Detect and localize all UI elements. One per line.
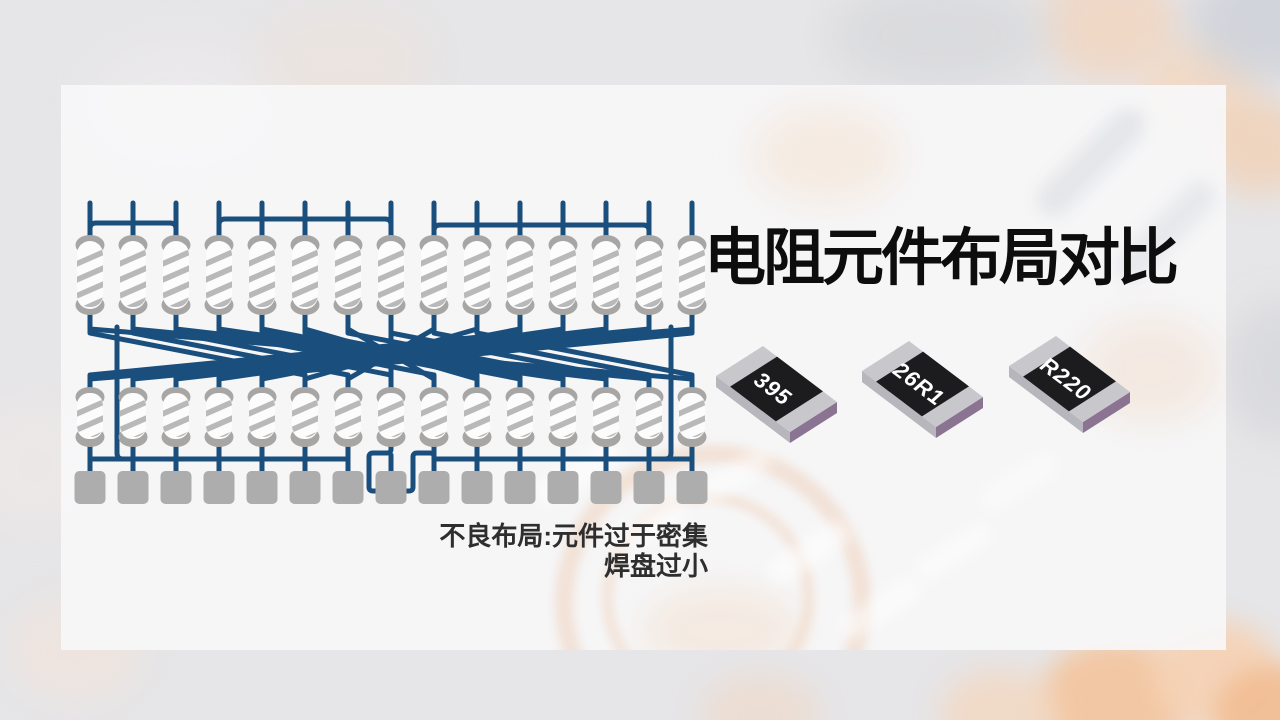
- wire-traces: [87, 200, 695, 494]
- bottom-resistor: [289, 387, 321, 447]
- caption-line1: 不良布局:元件过于密集: [439, 521, 708, 551]
- solder-pad: [160, 471, 192, 504]
- streak-decor: [911, 518, 996, 586]
- chip-svg: 26R1: [862, 341, 983, 438]
- bottom-resistor: [246, 387, 278, 447]
- chip-body-top: [730, 356, 823, 422]
- bottom-resistor: [504, 387, 536, 447]
- streak-decor: [976, 448, 1061, 516]
- bottom-resistor: [203, 387, 235, 447]
- solder-pad: [461, 471, 493, 504]
- bokeh-blob: [940, 670, 1060, 720]
- bottom-resistor: [332, 387, 364, 447]
- chip-front-face: [716, 376, 790, 443]
- solder-pad: [117, 471, 149, 504]
- solder-pad: [203, 471, 235, 504]
- streak-decor: [1029, 100, 1153, 224]
- bokeh-blob: [641, 585, 801, 650]
- top-resistor: [633, 235, 665, 315]
- slide-title: 电阻元件布局对比: [704, 224, 1179, 293]
- solder-pad: [74, 471, 106, 504]
- top-resistor: [375, 235, 407, 315]
- resistors-top-row: [74, 235, 708, 315]
- solder-pad: [289, 471, 321, 504]
- chip-body-top: [1023, 346, 1116, 412]
- bottom-resistor: [375, 387, 407, 447]
- top-resistor: [117, 235, 149, 315]
- bokeh-blob: [700, 675, 820, 720]
- solder-pad: [547, 471, 579, 504]
- bokeh-blob: [830, 0, 1050, 90]
- bottom-resistor: [590, 387, 622, 447]
- chip-svg: 395: [716, 346, 837, 443]
- solder-pad: [246, 471, 278, 504]
- top-resistor: [547, 235, 579, 315]
- chip-svg: R220: [1009, 336, 1130, 433]
- solder-pad: [633, 471, 665, 504]
- bottom-resistor: [633, 387, 665, 447]
- top-resistor: [418, 235, 450, 315]
- top-resistor: [246, 235, 278, 315]
- caption-line2: 焊盘过小: [603, 551, 708, 581]
- top-resistor: [590, 235, 622, 315]
- solder-pad: [504, 471, 536, 504]
- bokeh-blob: [1225, 300, 1280, 440]
- smd-resistor-chip-R220: R220: [999, 333, 1141, 439]
- bad-layout-diagram: [70, 193, 710, 523]
- bottom-resistor: [74, 387, 106, 447]
- chip-front-face: [1009, 366, 1083, 433]
- chip-side-face: [790, 402, 837, 443]
- chip-front-face: [862, 371, 936, 438]
- bottom-resistor: [547, 387, 579, 447]
- bottom-resistor: [117, 387, 149, 447]
- bottom-resistor: [461, 387, 493, 447]
- bottom-resistor: [676, 387, 708, 447]
- top-resistor: [74, 235, 106, 315]
- top-resistor: [289, 235, 321, 315]
- solder-pad-row: [74, 471, 708, 504]
- chip-side-face: [936, 397, 983, 438]
- network-svg: [70, 200, 710, 504]
- solder-pad: [590, 471, 622, 504]
- solder-pad: [676, 471, 708, 504]
- caption: 不良布局:元件过于密集 焊盘过小: [439, 521, 708, 581]
- chip-body-top: [876, 351, 969, 417]
- smd-resistor-chip-395: 395: [706, 343, 848, 449]
- solder-pad: [375, 471, 407, 504]
- smd-resistor-chip-26R1: 26R1: [852, 338, 994, 444]
- resistors-bottom-row: [74, 387, 708, 447]
- bottom-resistor: [160, 387, 192, 447]
- chip-side-face: [1083, 392, 1130, 433]
- top-resistor: [203, 235, 235, 315]
- bottom-resistor: [418, 387, 450, 447]
- top-resistor: [461, 235, 493, 315]
- top-resistor: [332, 235, 364, 315]
- bokeh-blob: [751, 105, 901, 205]
- top-resistor: [504, 235, 536, 315]
- solder-pad: [332, 471, 364, 504]
- top-resistor: [160, 235, 192, 315]
- solder-pad: [418, 471, 450, 504]
